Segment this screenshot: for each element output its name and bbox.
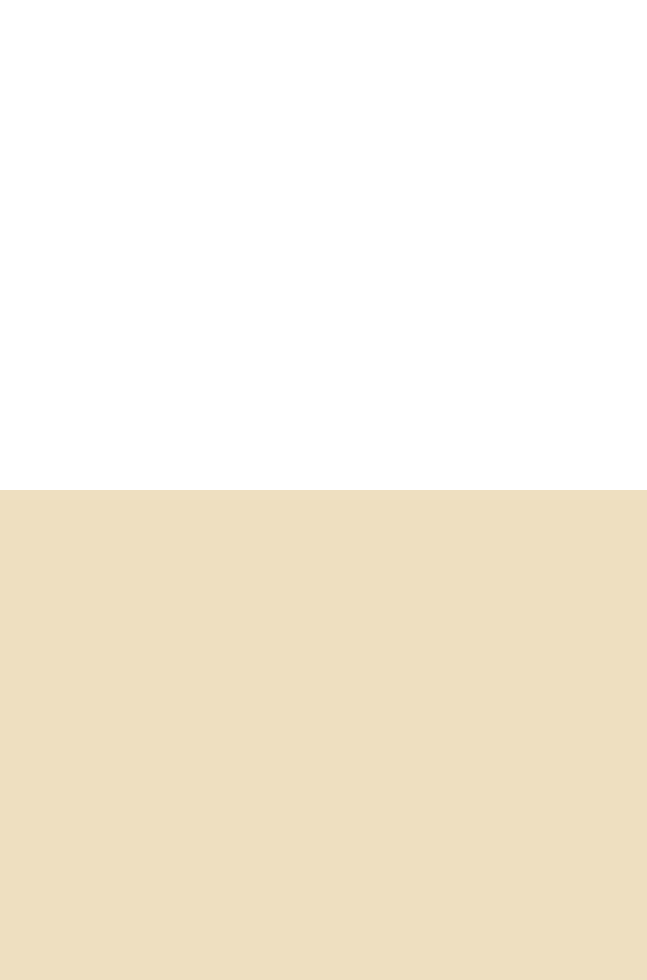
illustration-panel-top — [0, 0, 647, 490]
conveyor-illustration-sepia — [0, 490, 647, 980]
illustration-panel-bottom — [0, 490, 647, 980]
conveyor-illustration-monochrome — [0, 0, 647, 490]
